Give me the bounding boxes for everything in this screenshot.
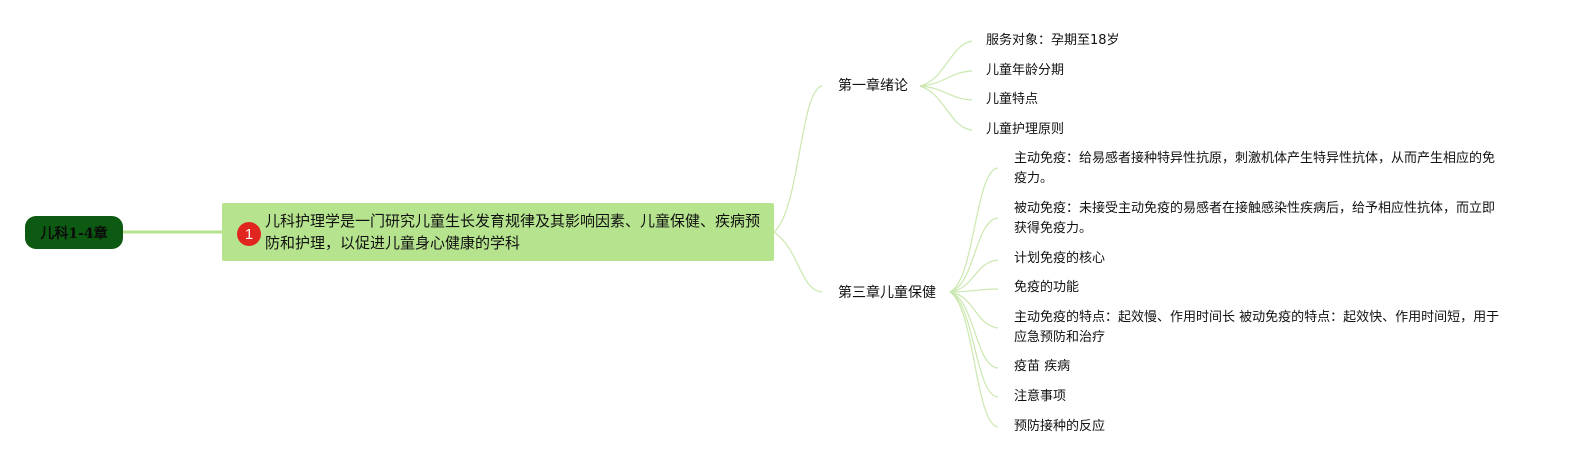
leaf-node[interactable]: 儿童护理原则 bbox=[986, 122, 1065, 137]
connector-ch3-leaf7 bbox=[949, 291, 999, 398]
leaf-node[interactable]: 注意事项 bbox=[1014, 389, 1067, 404]
main-topic-node[interactable] bbox=[222, 203, 774, 261]
connector-ch3-leaf4 bbox=[949, 288, 999, 293]
root-label: 儿科1-4章 bbox=[40, 225, 108, 242]
leaf-node[interactable]: 主动免疫的特点：起效慢、作用时间长 被动免疫的特点：起效快、作用时间短，用于应急… bbox=[1014, 310, 1500, 345]
connector-ch1-leaf2 bbox=[919, 70, 973, 87]
connector-ch1-leaf1 bbox=[919, 40, 973, 87]
badge-number: 1 bbox=[244, 225, 254, 243]
root-node[interactable]: 儿科1-4章 bbox=[25, 216, 123, 249]
chapter-node-3[interactable]: 第三章儿童保健 bbox=[838, 283, 936, 303]
connector-ch3-leaf2 bbox=[949, 217, 999, 293]
leaf-node[interactable]: 服务对象：孕期至18岁 bbox=[986, 33, 1120, 48]
connector-ch3-leaf1 bbox=[949, 167, 999, 293]
connector-ch3-leaf5 bbox=[949, 291, 999, 329]
leaf-node[interactable]: 疫苗 疾病 bbox=[1014, 359, 1071, 374]
leaf-node[interactable]: 计划免疫的核心 bbox=[1014, 251, 1106, 266]
connector-ch1-leaf3 bbox=[919, 85, 973, 101]
chapter-title: 第三章儿童保健 bbox=[838, 285, 936, 301]
connector-main-chapter1 bbox=[773, 85, 823, 233]
leaf-node[interactable]: 免疫的功能 bbox=[1014, 280, 1080, 295]
leaf-node[interactable]: 儿童特点 bbox=[986, 92, 1039, 107]
leaf-node[interactable]: 主动免疫：给易感者接种特异性抗原，刺激机体产生特异性抗体，从而产生相应的免疫力。 bbox=[1014, 151, 1496, 186]
connector-ch3-leaf8 bbox=[949, 291, 999, 428]
connector-main-chapter3 bbox=[773, 231, 823, 293]
connector-ch1-leaf4 bbox=[919, 85, 973, 131]
leaf-node[interactable]: 预防接种的反应 bbox=[1014, 419, 1106, 434]
chapter-node-1[interactable]: 第一章绪论 bbox=[838, 76, 908, 96]
chapter-title: 第一章绪论 bbox=[838, 78, 908, 94]
connector-ch3-leaf6 bbox=[949, 291, 999, 369]
leaf-node[interactable]: 被动免疫：未接受主动免疫的易感者在接触感染性疾病后，给予相应性抗体，而立即获得免… bbox=[1014, 201, 1496, 236]
leaf-node[interactable]: 儿童年龄分期 bbox=[986, 63, 1065, 78]
priority-badge-icon: 1 bbox=[237, 222, 261, 246]
main-topic-text: 儿科护理学是一门研究儿童生长发育规律及其影响因素、儿童保健、疾病预防和护理，以促… bbox=[265, 212, 761, 252]
connector-ch3-leaf3 bbox=[949, 259, 999, 293]
